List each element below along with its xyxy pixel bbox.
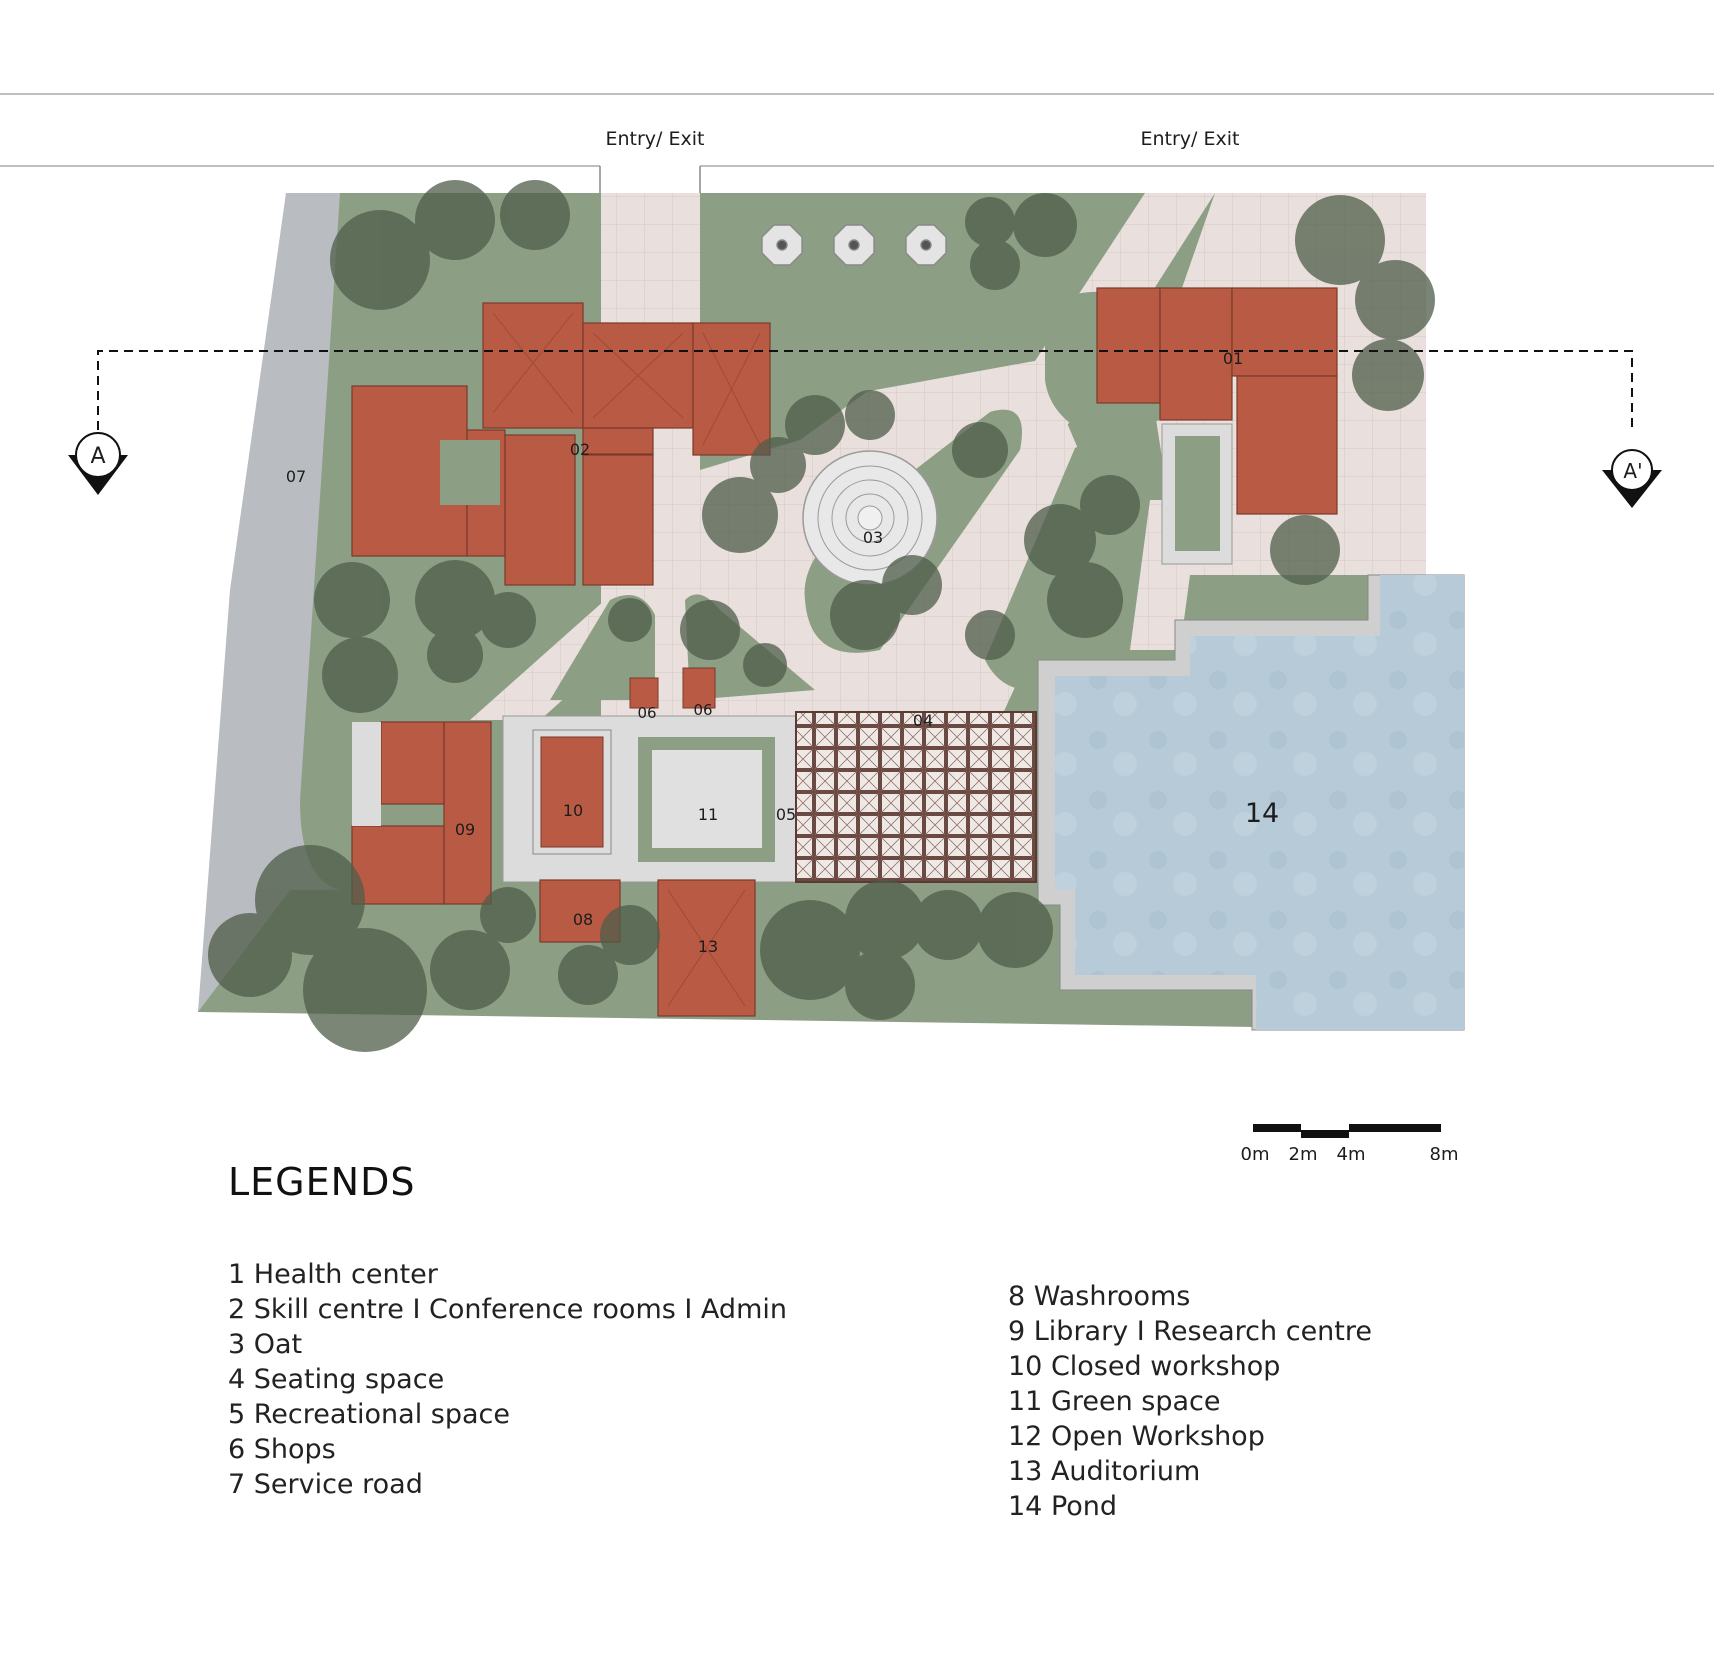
legend-item: 11 Green space <box>1008 1386 1221 1417</box>
legend-item: 1 Health center <box>228 1259 438 1290</box>
library-forecourt <box>352 722 381 826</box>
legend-item: 6 Shops <box>228 1434 336 1465</box>
entry-label-right: Entry/ Exit <box>1141 128 1240 150</box>
service-road <box>198 193 340 1012</box>
auditorium-roof-lines <box>667 889 746 1007</box>
section-marker-left <box>68 432 128 495</box>
building-health-centre <box>1096 287 1338 515</box>
legend-item: 14 Pond <box>1008 1491 1118 1522</box>
pond-water <box>1055 575 1464 1030</box>
zone-label-11: 11 <box>698 805 718 824</box>
zone-label-04: 04 <box>913 711 933 730</box>
scale-tick-0m: 0m <box>1241 1144 1270 1160</box>
section-marker-left-label: A <box>90 444 105 469</box>
courtyard-02 <box>440 440 500 505</box>
zone-label-09: 09 <box>455 820 475 839</box>
legend-item: 4 Seating space <box>228 1364 445 1395</box>
oat-amphitheatre <box>802 450 938 586</box>
legend-item: 9 Library I Research centre <box>1008 1316 1372 1347</box>
legend-title: LEGENDS <box>228 1160 416 1204</box>
legend-item: 5 Recreational space <box>228 1399 510 1430</box>
building-library <box>351 721 492 905</box>
entry-label-left: Entry/ Exit <box>606 128 705 150</box>
zone-label-10: 10 <box>563 801 583 820</box>
zone-label-08: 08 <box>573 910 593 929</box>
seating-pergola <box>795 711 1037 883</box>
section-marker-right <box>1602 449 1662 508</box>
zone-label-07: 07 <box>286 467 306 486</box>
zone-label-14: 14 <box>1245 798 1279 829</box>
zone-label-06-b: 06 <box>693 701 712 719</box>
scale-tick-2m: 2m <box>1289 1144 1318 1160</box>
shop-06-a <box>629 677 659 709</box>
legend-column-right: 8 Washrooms 9 Library I Research centre … <box>1008 1279 1372 1524</box>
courtyard-01-green <box>1175 436 1220 551</box>
section-marker-right-label: A' <box>1623 459 1642 483</box>
section-line <box>97 350 1633 430</box>
legend-item: 13 Auditorium <box>1008 1456 1201 1487</box>
legend-item: 3 Oat <box>228 1329 303 1360</box>
legend-item: 8 Washrooms <box>1008 1281 1191 1312</box>
scale-bar <box>1253 1124 1441 1138</box>
zone-label-05: 05 <box>776 805 796 824</box>
site-plan: Entry/ Exit Entry/ Exit A A' 01 02 03 04… <box>0 93 1714 1160</box>
legend-item: 7 Service road <box>228 1469 423 1500</box>
entry-gate-left <box>599 166 701 195</box>
scale-tick-4m: 4m <box>1337 1144 1366 1160</box>
zone-label-13: 13 <box>698 937 718 956</box>
green-space-11-inner <box>652 750 762 848</box>
legend-item: 2 Skill centre I Conference rooms I Admi… <box>228 1294 787 1325</box>
shop-06-b <box>682 667 716 709</box>
zone-label-06-a: 06 <box>637 704 656 722</box>
gazebos <box>761 224 947 266</box>
legend-item: 12 Open Workshop <box>1008 1421 1265 1452</box>
legend-item: 10 Closed workshop <box>1008 1351 1281 1382</box>
zone-label-01: 01 <box>1223 349 1243 368</box>
scale-tick-8m: 8m <box>1430 1144 1459 1160</box>
zone-label-03: 03 <box>863 528 883 547</box>
zone-label-02: 02 <box>570 440 590 459</box>
legend-column-left: 1 Health center 2 Skill centre I Confere… <box>228 1257 787 1502</box>
building-closed-workshop-roof <box>540 736 604 848</box>
trees <box>208 180 1435 1052</box>
